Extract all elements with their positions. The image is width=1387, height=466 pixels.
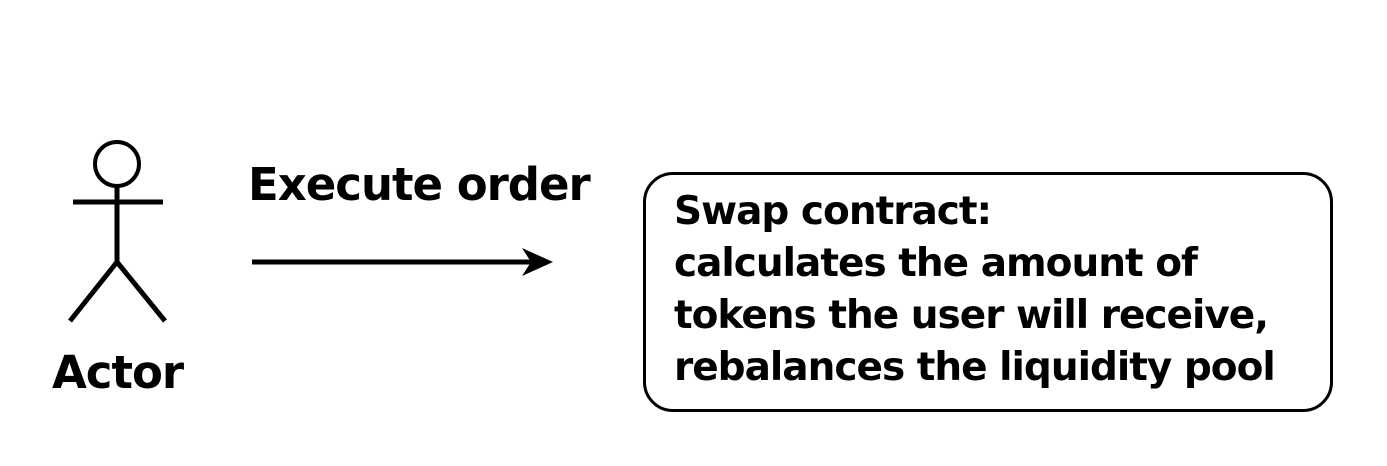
swap-box-line-4: rebalances the liquidity pool (674, 345, 1276, 390)
actor-right-leg (115, 260, 167, 323)
actor-figure-icon (68, 140, 167, 323)
execute-order-arrow (252, 248, 553, 276)
swap-contract-text: Swap contract: calculates the amount of … (674, 186, 1322, 394)
swap-box-line-1: Swap contract: (674, 189, 992, 234)
swap-contract-box: Swap contract: calculates the amount of … (643, 172, 1333, 412)
actor-label: Actor (51, 346, 184, 399)
actor-left-leg (68, 260, 119, 323)
actor-head (93, 140, 141, 188)
swap-box-line-3: tokens the user will receive, (674, 293, 1269, 338)
swap-box-line-2: calculates the amount of (674, 241, 1198, 286)
arrow-label: Execute order (248, 158, 591, 211)
arrowhead-icon (522, 248, 553, 276)
